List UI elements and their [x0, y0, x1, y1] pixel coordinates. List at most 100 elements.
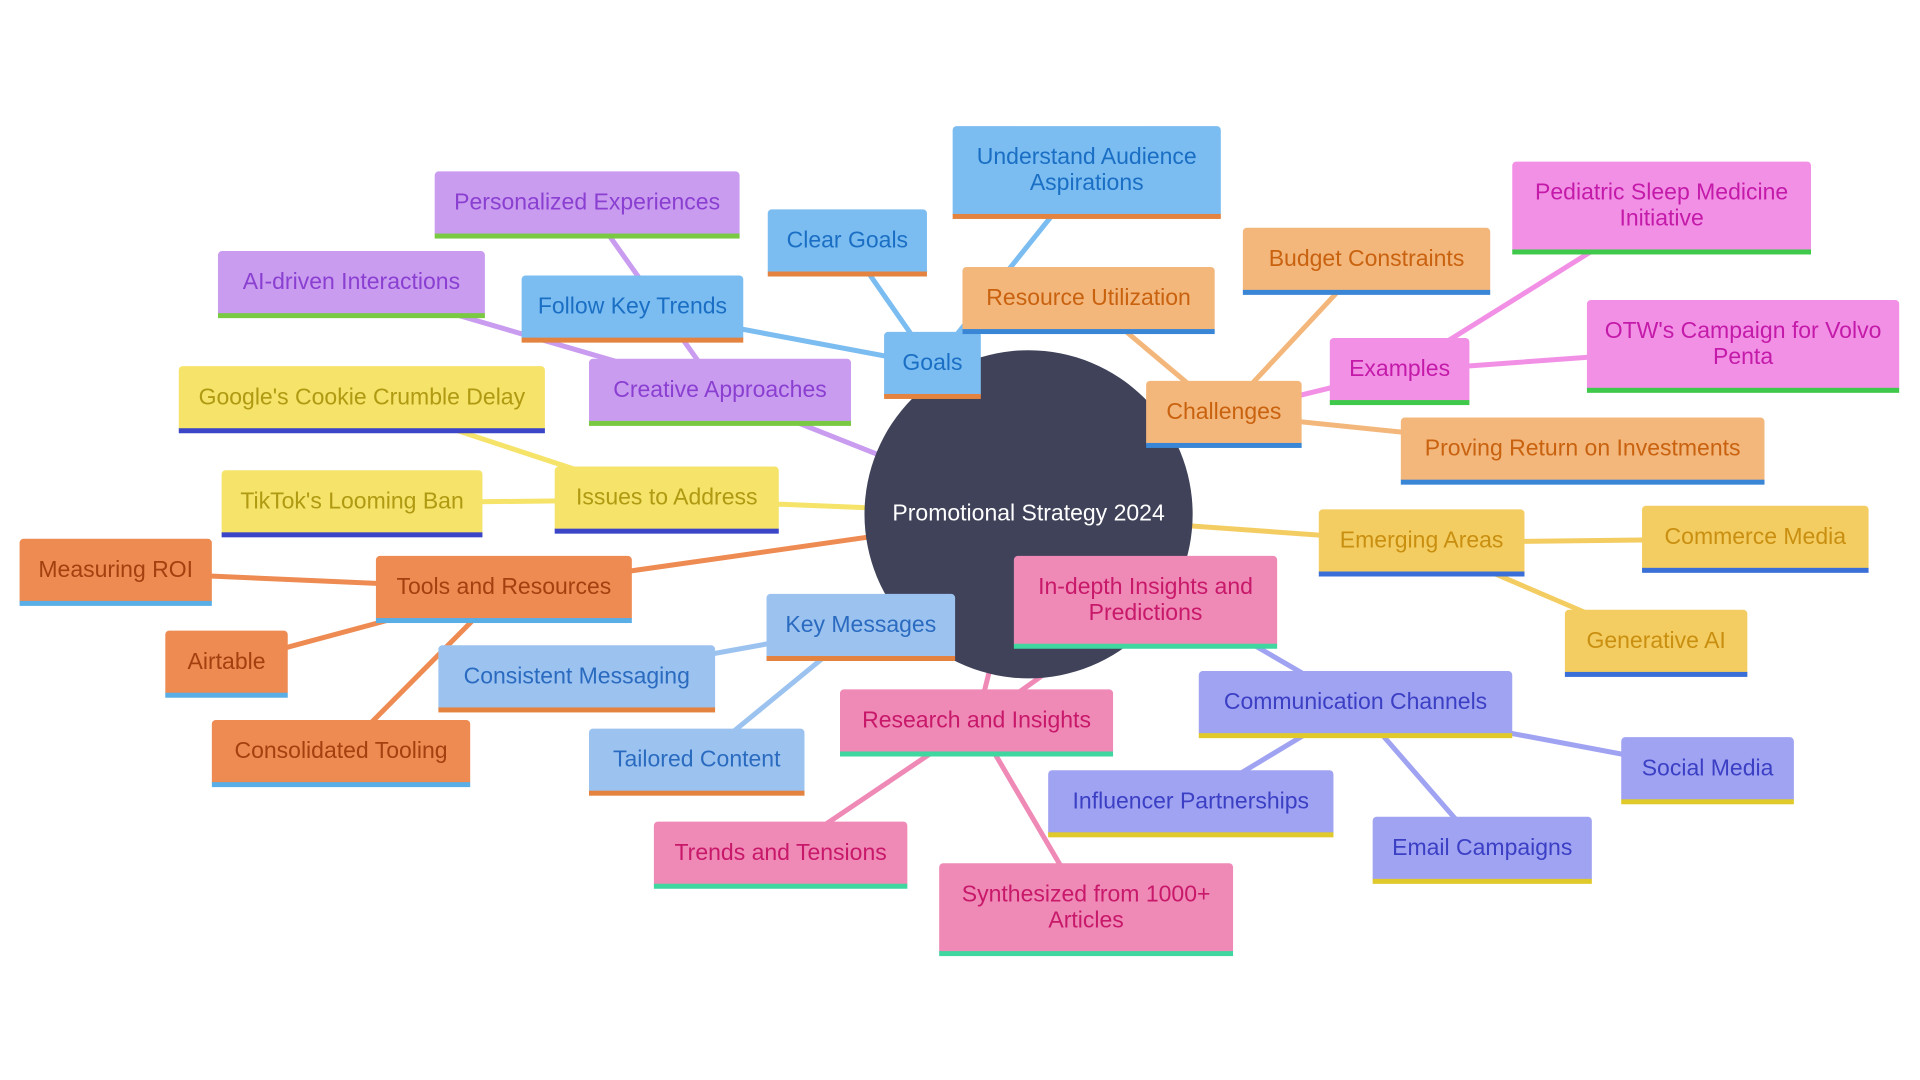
node-underline — [434, 233, 740, 239]
node-label: Communication Channels — [1224, 688, 1487, 714]
node-label: Social Media — [1642, 754, 1774, 780]
node-underline — [939, 951, 1234, 957]
node-underline — [1318, 571, 1525, 577]
node-underline — [375, 618, 632, 624]
node-box — [1564, 609, 1748, 676]
node-underline — [766, 656, 956, 661]
node-goals: Goals — [884, 331, 981, 399]
node-label: Trends and Tensions — [674, 839, 886, 865]
node-label: TikTok's Looming Ban — [240, 487, 463, 513]
node-underline — [653, 883, 908, 889]
node-communication-channels: Communication Channels — [1198, 671, 1513, 739]
node-box — [1586, 300, 1900, 392]
node-label: Pediatric Sleep Medicine — [1535, 179, 1788, 205]
node-personalized-experiences: Personalized Experiences — [434, 171, 740, 239]
node-underline — [1564, 671, 1748, 677]
node-underline — [962, 329, 1215, 335]
node-social-media: Social Media — [1621, 737, 1794, 805]
node-label: Personalized Experiences — [454, 189, 720, 215]
node-box — [434, 171, 740, 238]
node-box — [438, 645, 716, 712]
node-underline — [767, 271, 927, 277]
node-emerging-areas: Emerging Areas — [1318, 509, 1525, 577]
node-underline — [1198, 733, 1513, 739]
node-box — [178, 366, 545, 433]
node-proving-roi: Proving Return on Investments — [1400, 417, 1765, 485]
node-box — [1329, 337, 1470, 405]
node-underline — [521, 337, 744, 343]
node-label: Commerce Media — [1665, 523, 1847, 549]
node-box — [211, 720, 471, 787]
node-underline — [221, 532, 483, 538]
node-underline — [588, 790, 805, 796]
node-label: Google's Cookie Crumble Delay — [199, 383, 526, 409]
node-box — [375, 555, 632, 623]
node-resource-utilization: Resource Utilization — [962, 266, 1215, 335]
node-google-cookie: Google's Cookie Crumble Delay — [178, 366, 545, 434]
node-box — [217, 251, 485, 318]
node-label: Measuring ROI — [38, 556, 193, 582]
node-label: Key Messages — [785, 611, 936, 637]
node-label: Email Campaigns — [1392, 834, 1572, 860]
node-box — [19, 538, 212, 605]
root-label: Promotional Strategy 2024 — [892, 499, 1165, 525]
node-box — [840, 689, 1114, 756]
node-creative-approaches: Creative Approaches — [588, 358, 852, 426]
node-underline — [1372, 878, 1592, 884]
node-underline — [165, 692, 288, 698]
node-box — [767, 209, 927, 276]
node-underline — [1242, 289, 1491, 295]
node-label: Aspirations — [1030, 169, 1144, 195]
node-box — [1642, 505, 1869, 572]
node-box — [1013, 555, 1278, 648]
node-label: Examples — [1349, 355, 1450, 381]
node-box — [952, 126, 1221, 218]
node-underline — [19, 600, 212, 606]
node-label: Articles — [1048, 906, 1123, 932]
node-tiktok-ban: TikTok's Looming Ban — [221, 470, 483, 538]
node-box — [588, 728, 805, 795]
node-box — [766, 593, 956, 660]
node-label: Clear Goals — [787, 227, 908, 253]
node-underline — [1586, 387, 1900, 393]
node-trends-and-tensions: Trends and Tensions — [653, 821, 908, 889]
node-box — [884, 331, 981, 398]
node-box — [1048, 770, 1334, 837]
node-label: Influencer Partnerships — [1073, 787, 1310, 813]
node-label: Goals — [902, 349, 962, 375]
node-label: Tools and Resources — [396, 573, 611, 599]
node-label: Creative Approaches — [613, 376, 827, 402]
node-box — [1318, 509, 1525, 576]
node-underline — [840, 751, 1114, 757]
node-challenges: Challenges — [1146, 380, 1302, 448]
node-underline — [1642, 567, 1869, 573]
node-box — [1242, 227, 1491, 294]
node-box — [653, 821, 908, 888]
node-underline — [178, 428, 545, 434]
node-label: Tailored Content — [613, 746, 781, 772]
node-issues-to-address: Issues to Address — [554, 466, 779, 534]
node-underline — [1013, 643, 1278, 649]
node-measuring-roi: Measuring ROI — [19, 538, 212, 606]
node-consolidated-tooling: Consolidated Tooling — [211, 720, 471, 788]
node-label: Resource Utilization — [986, 284, 1191, 310]
node-label: Consolidated Tooling — [234, 737, 447, 763]
node-box — [1512, 161, 1812, 254]
node-label: Issues to Address — [576, 484, 758, 510]
node-underline — [952, 213, 1221, 219]
node-box — [1400, 417, 1765, 484]
node-underline — [211, 782, 471, 788]
node-label: OTW's Campaign for Volvo — [1605, 317, 1882, 343]
node-label: Follow Key Trends — [538, 293, 727, 319]
node-box — [939, 863, 1234, 956]
node-tools-and-resources: Tools and Resources — [375, 555, 632, 624]
node-box — [521, 275, 744, 342]
node-label: Budget Constraints — [1269, 245, 1465, 271]
node-underline — [884, 393, 981, 399]
node-box — [588, 358, 852, 425]
node-box — [1621, 737, 1794, 804]
node-label: Penta — [1713, 343, 1773, 369]
